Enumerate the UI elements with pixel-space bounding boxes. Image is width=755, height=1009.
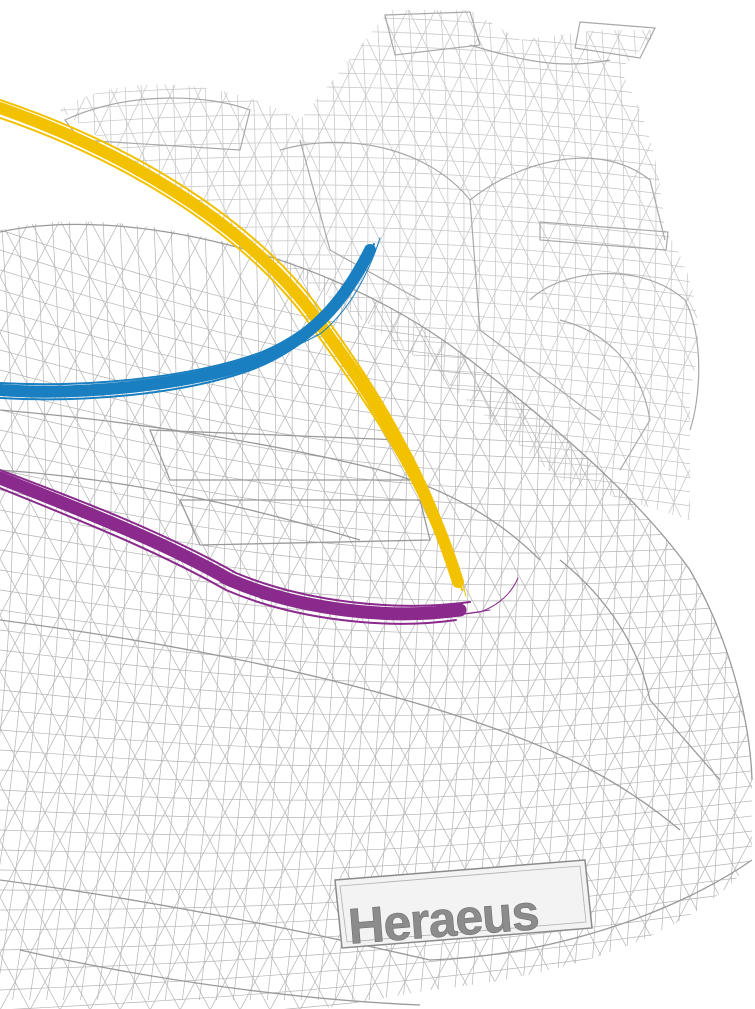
license-plate: [334, 859, 593, 949]
blue-brush-stroke: [0, 237, 381, 401]
motorcycle-outline: [64, 11, 700, 471]
yellow-brush-stroke: [0, 99, 467, 597]
purple-brush-stroke: [0, 469, 519, 625]
car-wireframe-icon: [0, 221, 752, 1009]
